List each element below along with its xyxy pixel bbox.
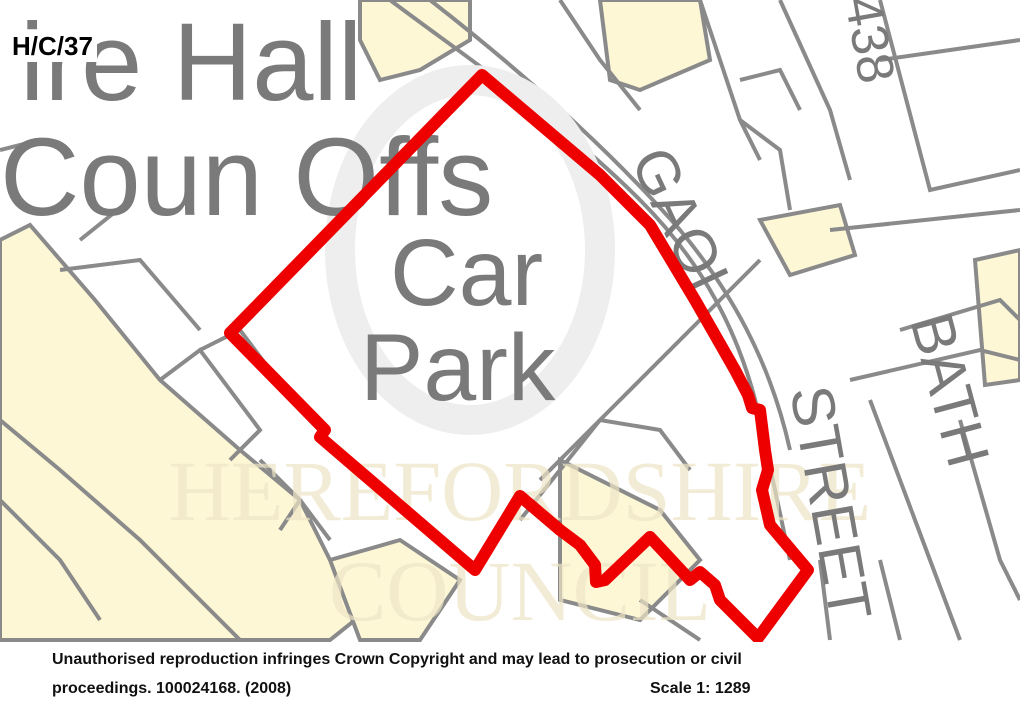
label-number: 438	[833, 0, 905, 88]
watermark-line2: COUNCIL	[329, 543, 711, 639]
map-scale: Scale 1: 1289	[650, 680, 751, 697]
building-top-right	[597, 0, 713, 93]
building-top-center	[358, 0, 472, 83]
copyright-line-2: proceedings. 100024168. (2008)	[52, 680, 292, 697]
building-far-right	[972, 247, 1020, 388]
site-boundary[interactable]	[224, 69, 814, 644]
label-council-offices: Coun Offs	[0, 116, 493, 239]
road-lines	[0, 0, 1020, 642]
label-car: Car	[390, 220, 543, 326]
label-park: Park	[360, 315, 556, 421]
label-hall: ire Hall	[20, 1, 362, 124]
building-right-small	[756, 202, 858, 278]
building-bottom-strip	[327, 537, 463, 642]
map-labels: ire Hall Coun Offs Car Park GAOL STREET …	[0, 0, 1002, 625]
copyright-footer: Unauthorised reproduction infringes Crow…	[0, 642, 1020, 703]
copyright-line-1: Unauthorised reproduction infringes Crow…	[52, 651, 742, 668]
site-reference-label: H/C/37	[8, 30, 97, 62]
